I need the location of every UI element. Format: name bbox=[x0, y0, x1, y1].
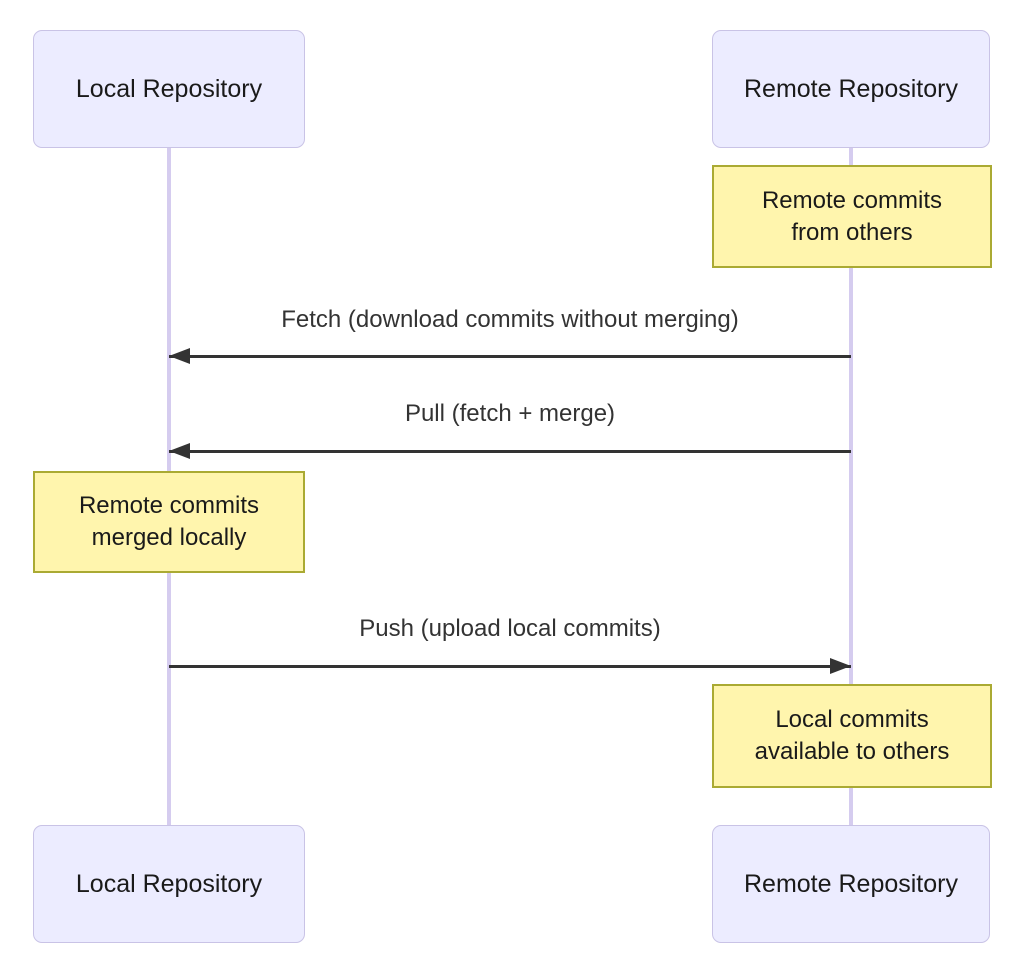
message-fetch-line bbox=[169, 355, 851, 358]
actor-remote-top-label: Remote Repository bbox=[744, 74, 958, 103]
message-pull-label: Pull (fetch + merge) bbox=[404, 400, 616, 427]
message-push-line bbox=[169, 665, 851, 668]
message-push-label: Push (upload local commits) bbox=[359, 615, 661, 642]
actor-local-bottom-label: Local Repository bbox=[75, 869, 263, 898]
lifeline-remote bbox=[849, 148, 853, 825]
note-line: from others bbox=[791, 218, 913, 246]
note-remote-commits-from-others: Remote commits from others bbox=[712, 165, 992, 268]
note-line: Remote commits bbox=[761, 186, 943, 214]
message-pull-line bbox=[169, 450, 851, 453]
note-line: Remote commits bbox=[78, 492, 260, 519]
note-remote-commits-merged-locally: Remote commits merged locally bbox=[33, 471, 305, 573]
actor-remote-top: Remote Repository bbox=[712, 30, 990, 148]
note-line: available to others bbox=[754, 738, 950, 765]
note-line: merged locally bbox=[91, 524, 247, 551]
actor-remote-bottom-label: Remote Repository bbox=[744, 869, 958, 898]
arrowhead-left-icon bbox=[169, 348, 190, 364]
actor-local-top-label: Local Repository bbox=[75, 74, 263, 103]
note-line: Local commits bbox=[775, 706, 929, 733]
actor-local-bottom: Local Repository bbox=[33, 825, 305, 943]
note-local-commits-available-to-others: Local commits available to others bbox=[712, 684, 992, 788]
arrowhead-left-icon bbox=[169, 443, 190, 459]
actor-local-top: Local Repository bbox=[33, 30, 305, 148]
actor-remote-bottom: Remote Repository bbox=[712, 825, 990, 943]
arrowhead-right-icon bbox=[830, 658, 851, 674]
message-fetch-label: Fetch (download commits without merging) bbox=[281, 306, 739, 333]
